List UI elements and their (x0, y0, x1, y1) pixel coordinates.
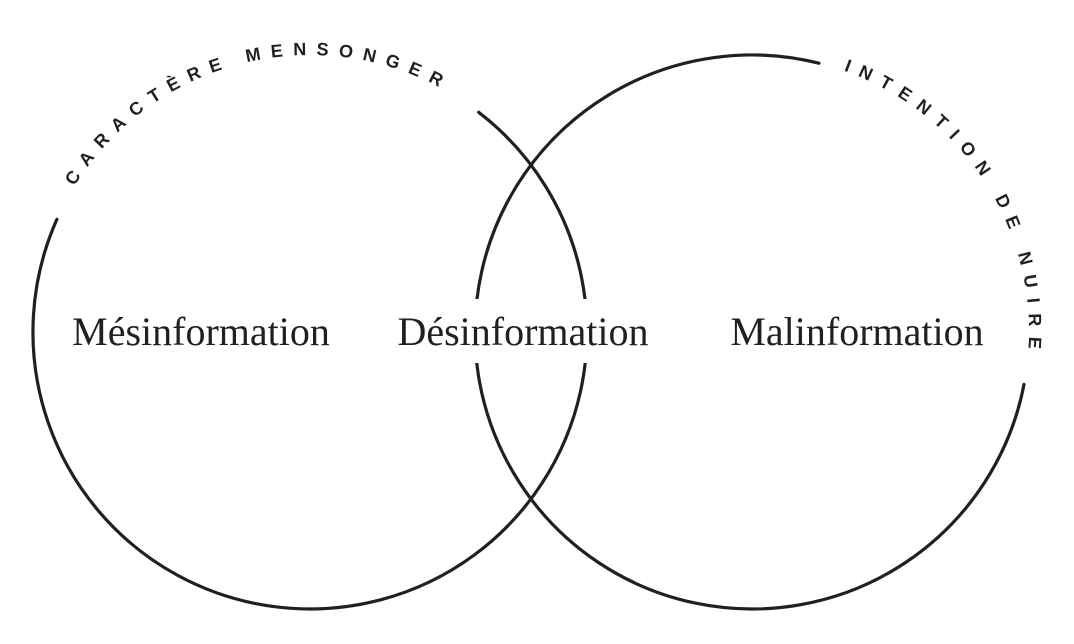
intersection-region-label: Désinformation (397, 309, 648, 354)
right-region-label: Malinformation (730, 309, 983, 354)
left-region-label: Mésinformation (72, 309, 330, 354)
intersection-label-mask (372, 299, 672, 363)
left-circle-arc-label-text: CARACTÈRE MENSONGER (61, 39, 456, 189)
left-circle (31, 110, 589, 611)
right-circle (473, 53, 1026, 611)
left-circle-arc-label: CARACTÈRE MENSONGER (61, 39, 446, 189)
